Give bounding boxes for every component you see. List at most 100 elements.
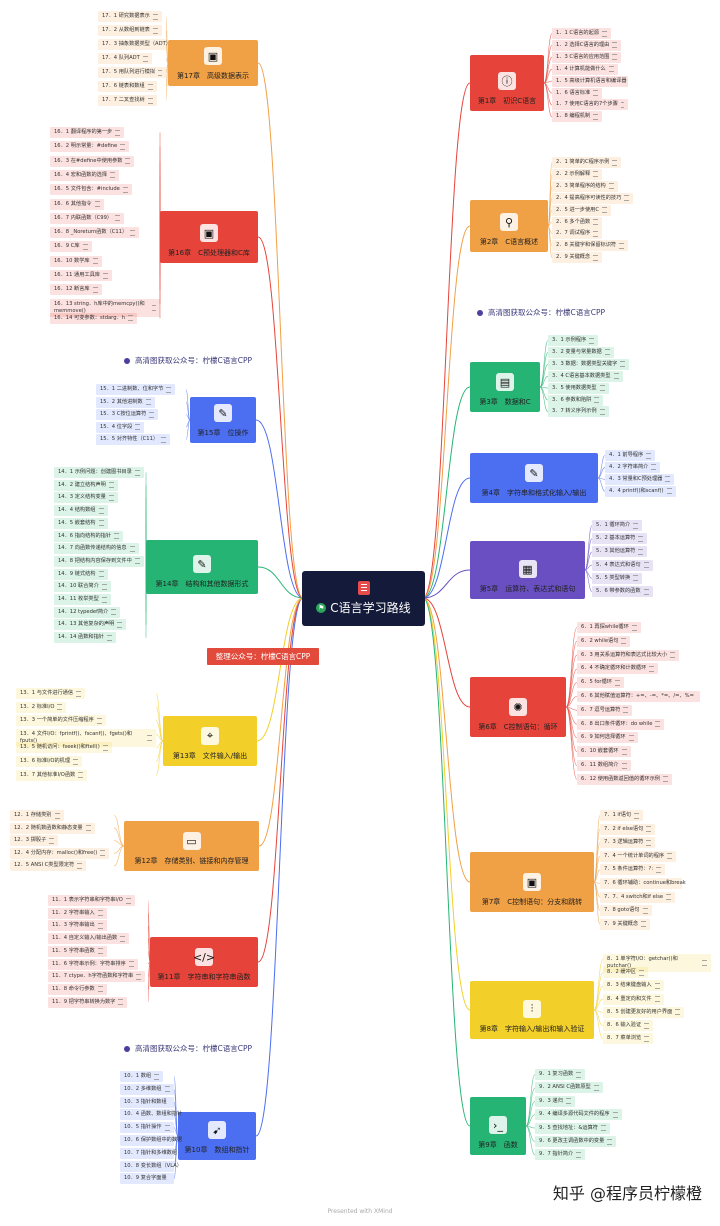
topic-item[interactable]: 16．3 在#define中使用参数 (50, 155, 135, 167)
topic-item[interactable]: 2．3 简单程序的结构 (552, 180, 618, 192)
topic-item[interactable]: 11．3 字符串输出 (48, 920, 107, 932)
topic-item[interactable]: 7．9 关键概念 (600, 918, 651, 930)
topic-item[interactable]: 16．12 断言库 (50, 284, 102, 296)
topic-item[interactable]: 11．7 ctype．h字符函数和字符串 (48, 971, 146, 983)
topic-item[interactable]: 6．7 逗号运算符 (577, 704, 633, 716)
chapter-node-c15[interactable]: ✎第15章 位操作 (190, 397, 256, 443)
chapter-node-c11[interactable]: </>第11章 字符串和字符串函数 (150, 937, 258, 987)
chapter-node-c12[interactable]: ▭第12章 存储类别、链接和内存管理 (124, 821, 259, 871)
topic-item[interactable]: 12．5 ANSI C类型限定符 (10, 860, 87, 872)
topic-item[interactable]: 5．6 带参数的函数 (592, 586, 653, 597)
topic-item[interactable]: 13．4 文件I/O：fprintf()、fscanf()、fgets()和fp… (16, 728, 156, 747)
topic-item[interactable]: 14．12 typedef简介 (54, 606, 121, 618)
topic-item[interactable]: 6．3 用关系运算符和表达式比较大小 (577, 649, 680, 661)
topic-item[interactable]: 7．7．4 switch和if else (600, 891, 676, 903)
topic-item[interactable]: 6．12 使用函数返回值的循环示例 (577, 773, 672, 785)
topic-item[interactable]: 10．6 保护数组中的数据 (120, 1135, 182, 1146)
topic-item[interactable]: 4．3 常量和C预处理器 (605, 473, 675, 485)
chapter-node-c2[interactable]: ⚲第2章 C语言概述 (470, 200, 548, 252)
topic-item[interactable]: 9．1 复习函数 (535, 1069, 586, 1080)
topic-item[interactable]: 10．3 指针和数组 (120, 1096, 174, 1108)
topic-item[interactable]: 6．8 出口条件循环：do while (577, 718, 665, 730)
topic-item[interactable]: 9．4 编译多源代码文件的程序 (535, 1109, 622, 1121)
topic-item[interactable]: 14．11 枚举类型 (54, 594, 111, 605)
chapter-node-c7[interactable]: ▣第7章 C控制语句：分支和跳转 (470, 852, 594, 912)
topic-item[interactable]: 11．2 字符串输入 (48, 907, 107, 919)
topic-item[interactable]: 9．5 查找地址：&运算符 (535, 1122, 610, 1134)
topic-item[interactable]: 17．2 从数组到链表 (98, 25, 162, 36)
topic-item[interactable]: 16．2 明示常量：#define (50, 141, 130, 153)
topic-item[interactable]: 11．6 字符串示例：字符串排序 (48, 958, 138, 970)
topic-item[interactable]: 8．4 重定向和文件 (603, 993, 664, 1005)
topic-item[interactable]: 9．7 指针简介 (535, 1149, 586, 1161)
topic-item[interactable]: 2．5 进一步使用C (552, 204, 611, 216)
topic-item[interactable]: 5．4 表达式和语句 (592, 559, 653, 571)
topic-item[interactable]: 14．6 指向结构的指针 (54, 530, 124, 542)
topic-item[interactable]: 1．2 选择C语言的理由 (552, 39, 622, 51)
topic-item[interactable]: 13．1 与文件进行通信 (16, 688, 86, 699)
topic-item[interactable]: 3．6 参数和陷阱 (548, 394, 604, 406)
topic-item[interactable]: 12．3 掷骰子 (10, 835, 59, 847)
topic-item[interactable]: 11．5 字符串函数 (48, 945, 107, 957)
topic-item[interactable]: 16．9 C库 (50, 241, 92, 253)
topic-item[interactable]: 2．2 示例解释 (552, 168, 603, 180)
topic-item[interactable]: 14．10 联合简介 (54, 581, 111, 593)
topic-item[interactable]: 5．2 基本运算符 (592, 533, 648, 545)
topic-item[interactable]: 17．1 研究数据表示 (98, 11, 162, 22)
topic-item[interactable]: 8．5 创建更友好的用户界面 (603, 1006, 685, 1018)
topic-item[interactable]: 6．11 数组简介 (577, 760, 631, 771)
topic-item[interactable]: 2．7 调试程序 (552, 228, 603, 240)
topic-item[interactable]: 4．2 字符串简介 (605, 461, 661, 473)
topic-item[interactable]: 8．1 单字符I/O：getchar()和putchar() (603, 954, 711, 972)
topic-item[interactable]: 1．7 使用C语言的7个步骤 (552, 99, 628, 111)
topic-item[interactable]: 1．8 编程机制 (552, 111, 603, 123)
topic-item[interactable]: 3．3 数据：数据类型关键字 (548, 358, 630, 370)
topic-item[interactable]: 17．6 链表和数组 (98, 81, 157, 92)
topic-item[interactable]: 1．4 计算机能做什么 (552, 63, 618, 75)
topic-item[interactable]: 16．14 可变参数：stdarg．h (50, 312, 137, 324)
topic-item[interactable]: 16．11 通用工具库 (50, 270, 112, 281)
chapter-node-c3[interactable]: ▤第3章 数据和C (470, 362, 540, 412)
topic-item[interactable]: 14．13 其他复杂的声明 (54, 619, 127, 631)
topic-item[interactable]: 8．6 输入验证 (603, 1020, 654, 1031)
topic-item[interactable]: 3．7 转义序列示例 (548, 406, 609, 418)
topic-item[interactable]: 2．4 提高程序可读性的技巧 (552, 192, 634, 204)
topic-item[interactable]: 1．3 C语言的应用范围 (552, 51, 622, 63)
chapter-node-c17[interactable]: ▣第17章 高级数据表示 (168, 40, 258, 86)
topic-item[interactable]: 11．8 命令行参数 (48, 983, 107, 995)
topic-item[interactable]: 6．5 for循环 (577, 677, 624, 689)
topic-item[interactable]: 14．7 向函数传递结构的信息 (54, 543, 139, 555)
topic-item[interactable]: 17．5 用队列进行模拟 (98, 67, 166, 78)
chapter-node-c4[interactable]: ✎第4章 字符串和格式化输入/输出 (470, 453, 598, 503)
topic-item[interactable]: 10．1 数组 (120, 1071, 164, 1082)
topic-item[interactable]: 3．4 C语言基本数据类型 (548, 370, 623, 382)
topic-item[interactable]: 3．5 使用数据类型 (548, 382, 609, 394)
topic-item[interactable]: 15．1 二进制数、位和字节 (96, 384, 176, 395)
topic-item[interactable]: 1．6 语言标准 (552, 87, 603, 99)
topic-item[interactable]: 6．1 再探while循环 (577, 622, 641, 633)
topic-item[interactable]: 2．8 关键字和保留标识符 (552, 240, 629, 252)
topic-item[interactable]: 16．1 翻译程序的第一步 (50, 127, 125, 138)
topic-item[interactable]: 14．5 嵌套结构 (54, 517, 108, 529)
chapter-node-c10[interactable]: ➹第10章 数组和指针 (178, 1112, 256, 1160)
topic-item[interactable]: 16．13 string．h库中的memcpy()和memmove() (50, 298, 160, 317)
topic-item[interactable]: 14．4 结构数组 (54, 505, 108, 517)
topic-item[interactable]: 9．3 递归 (535, 1095, 575, 1107)
topic-item[interactable]: 13．6 标准I/O的机理 (16, 756, 83, 767)
topic-item[interactable]: 5．5 类型转换 (592, 572, 643, 584)
topic-item[interactable]: 8．2 缓冲区 (603, 967, 648, 979)
topic-item[interactable]: 7．3 逻辑运算符 (600, 837, 656, 849)
topic-item[interactable]: 2．6 多个函数 (552, 216, 603, 228)
topic-item[interactable]: 11．1 表示字符串和字符串I/O (48, 895, 135, 906)
topic-item[interactable]: 2．1 简单的C程序示例 (552, 157, 622, 168)
topic-item[interactable]: 9．2 ANSI C函数原型 (535, 1082, 603, 1094)
topic-item[interactable]: 12．2 随机数函数和静态变量 (10, 822, 95, 834)
topic-item[interactable]: 7．6 循环辅助：continue和break (600, 878, 686, 889)
chapter-node-c14[interactable]: ✎第14章 结构和其他数据形式 (146, 540, 258, 594)
topic-item[interactable]: 16．5 文件包含：#include (50, 184, 132, 196)
topic-item[interactable]: 14．14 函数和指针 (54, 632, 116, 644)
topic-item[interactable]: 17．3 抽象数据类型（ADT） (98, 39, 171, 50)
topic-item[interactable]: 13．7 其他标准I/O函数 (16, 769, 88, 781)
topic-item[interactable]: 5．3 其他运算符 (592, 546, 648, 558)
